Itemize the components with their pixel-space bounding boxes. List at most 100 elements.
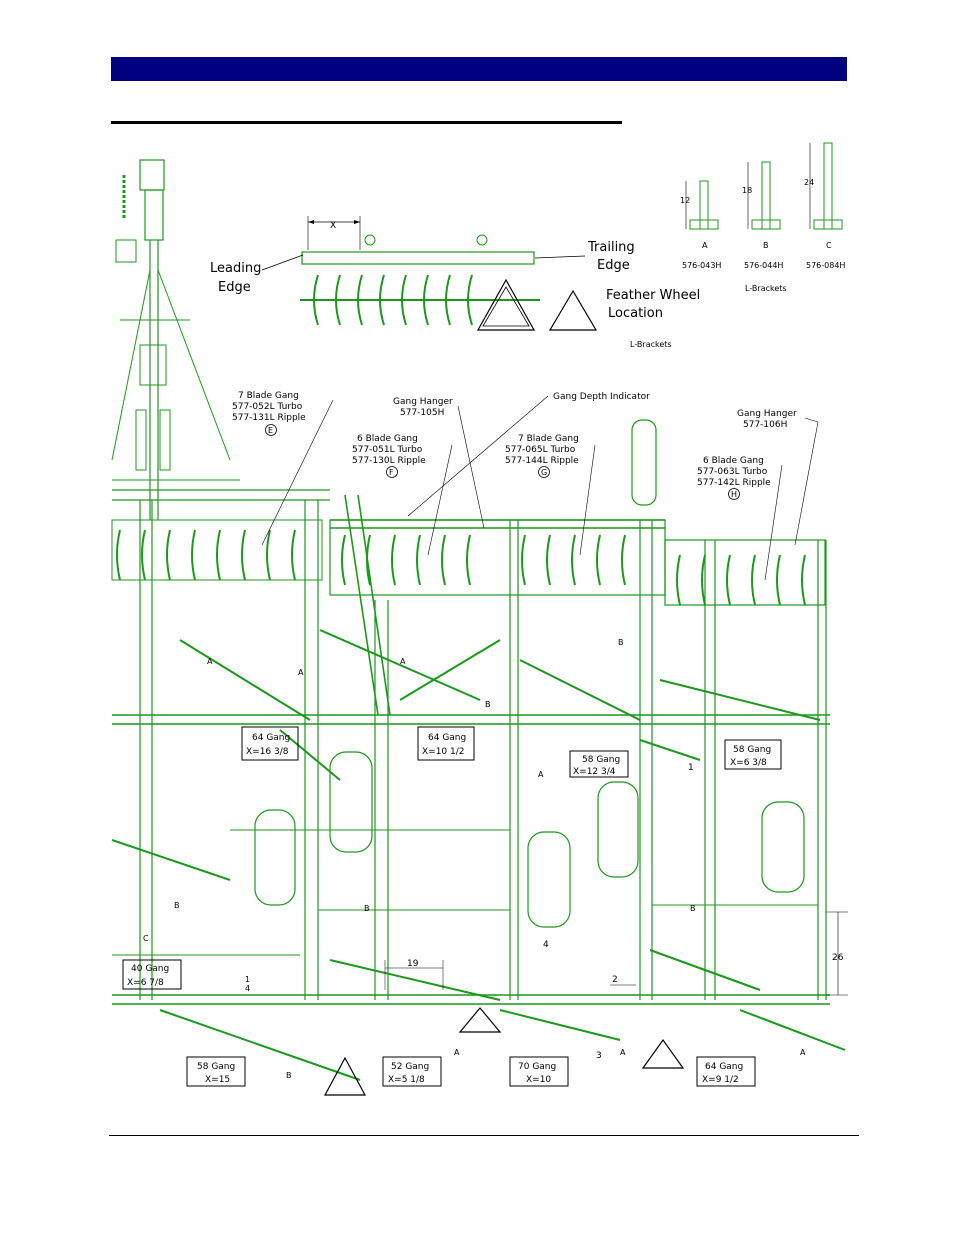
- callout-h: 6 Blade Gang 577-063L Turbo 577-142L Rip…: [697, 456, 783, 581]
- callout-depth-indicator: Gang Depth Indicator: [407, 392, 650, 517]
- dimension-1: 1: [688, 763, 694, 773]
- brackets-caption: L-Brackets: [745, 284, 787, 293]
- gang-box-5: 40 Gang X=6 7/8: [122, 959, 182, 990]
- footer-rule: [109, 1135, 859, 1136]
- callout-h-circle: H: [731, 490, 737, 499]
- gang-box-5-line1: 40 Gang: [131, 964, 169, 974]
- hanger-105-line2: 577-105H: [400, 408, 444, 418]
- gang-box-2: 64 Gang X=10 1/2: [417, 726, 475, 761]
- gang-box-2-line2: X=10 1/2: [422, 747, 465, 757]
- letter-a-4: A: [538, 770, 544, 779]
- leading-edge-line1: Leading: [210, 261, 261, 276]
- hanger-106-line1: Gang Hanger: [737, 409, 797, 419]
- callout-hanger-106: Gang Hanger 577-106H: [737, 409, 819, 546]
- callout-e-line1: 7 Blade Gang: [238, 391, 299, 401]
- gang-box-8-line1: 70 Gang: [518, 1062, 556, 1072]
- gang-box-3-line2: X=12 3/4: [573, 767, 616, 777]
- depth-indicator-label: Gang Depth Indicator: [553, 392, 650, 402]
- callout-f-line2: 577-051L Turbo: [352, 445, 423, 455]
- gang-box-7: 52 Gang X=5 1/8: [382, 1056, 442, 1087]
- callout-h-line2: 577-063L Turbo: [697, 467, 768, 477]
- letter-a-2: A: [298, 668, 304, 677]
- letter-a-7: A: [454, 1048, 460, 1057]
- gang-box-1: 64 Gang X=16 3/8: [241, 726, 299, 761]
- dimension-3: 3: [596, 1051, 602, 1061]
- callout-h-line1: 6 Blade Gang: [703, 456, 764, 466]
- trailing-edge-line2: Edge: [597, 258, 630, 273]
- bracket-b-letter: B: [763, 241, 769, 250]
- trailing-edge-line1: Trailing: [587, 240, 635, 255]
- dimension-19: 19: [384, 959, 444, 990]
- gang-box-6-line1: 58 Gang: [197, 1062, 235, 1072]
- gang-box-6: 58 Gang X=15: [186, 1056, 246, 1087]
- gang-box-8-line2: X=10: [526, 1075, 551, 1085]
- dim-26-label: 26: [832, 953, 844, 963]
- rear-gangs: [159, 949, 846, 1081]
- gang-box-8: 70 Gang X=10: [509, 1056, 569, 1087]
- main-frame: [111, 489, 830, 1005]
- gang-box-4-line1: 58 Gang: [733, 745, 771, 755]
- dimension-2: 2: [610, 975, 636, 986]
- letter-a-5: A: [620, 1048, 626, 1057]
- middle-gangs: [111, 629, 821, 881]
- dimension-4: 4: [543, 940, 549, 950]
- front-gangs: [116, 529, 806, 606]
- gang-box-4: 58 Gang X=6 3/8: [724, 739, 782, 770]
- dim-quarter-num: 1: [245, 975, 250, 984]
- gang-box-3-line1: 58 Gang: [582, 755, 620, 765]
- gang-box-5-line2: X=6 7/8: [127, 978, 164, 988]
- gang-box-7-line2: X=5 1/8: [388, 1075, 425, 1085]
- bracket-b-height: 18: [742, 186, 752, 195]
- callout-e: 7 Blade Gang 577-052L Turbo 577-131L Rip…: [232, 391, 334, 546]
- l-brackets: 12 A 576-043H 18 B 576-044H 24 C 576-084…: [680, 142, 845, 293]
- gang-box-9: 64 Gang X=9 1/2: [696, 1056, 756, 1087]
- dim-quarter-den: 4: [245, 984, 250, 993]
- letter-b-2: B: [485, 700, 491, 709]
- gang-box-6-line2: X=15: [205, 1075, 230, 1085]
- bracket-c-letter: C: [826, 241, 832, 250]
- callout-g-circle: G: [541, 468, 547, 477]
- leading-edge-line2: Edge: [218, 280, 251, 295]
- gang-box-1-line1: 64 Gang: [252, 733, 290, 743]
- dimension-26: 26: [826, 911, 848, 996]
- gang-box-4-line2: X=6 3/8: [730, 758, 767, 768]
- dim-19-label: 19: [407, 959, 419, 969]
- inset-l-brackets-caption: L-Brackets: [630, 340, 672, 349]
- gang-box-9-line2: X=9 1/2: [702, 1075, 739, 1085]
- letter-b-4: B: [690, 904, 696, 913]
- dim-2-label: 2: [612, 975, 618, 985]
- callout-e-line3: 577-131L Ripple: [232, 413, 306, 423]
- callout-h-line3: 577-142L Ripple: [697, 478, 771, 488]
- hitch-assembly: [111, 159, 240, 520]
- bracket-letters: A A A A A A A B B B B B B C: [143, 638, 806, 1080]
- bracket-a-letter: A: [702, 241, 708, 250]
- letter-b-5: B: [174, 901, 180, 910]
- title-rule: [111, 121, 622, 124]
- hanger-106-line2: 577-106H: [743, 420, 787, 430]
- callout-g: 7 Blade Gang 577-065L Turbo 577-144L Rip…: [505, 434, 596, 556]
- letter-a-6: A: [800, 1048, 806, 1057]
- letter-b-1: B: [618, 638, 624, 647]
- gang-box-3: 58 Gang X=12 3/4: [569, 750, 629, 778]
- callout-e-line2: 577-052L Turbo: [232, 402, 303, 412]
- inset-x-label: X: [330, 221, 336, 231]
- letter-b-6: B: [286, 1071, 292, 1080]
- dimension-quarter: 1 4: [245, 975, 250, 993]
- bracket-c-height: 24: [804, 178, 814, 187]
- feather-wheel-line1: Feather Wheel: [606, 288, 700, 303]
- gang-box-1-line2: X=16 3/8: [246, 747, 289, 757]
- callout-f-line3: 577-130L Ripple: [352, 456, 426, 466]
- callout-g-line2: 577-065L Turbo: [505, 445, 576, 455]
- feather-wheel-inset: X Leading Edge Trailing Edge Feather Whe…: [210, 216, 700, 349]
- callout-f: 6 Blade Gang 577-051L Turbo 577-130L Rip…: [352, 434, 453, 556]
- letter-b-3: B: [364, 904, 370, 913]
- callout-f-line1: 6 Blade Gang: [357, 434, 418, 444]
- transport-wheels: [254, 419, 805, 928]
- header-bar: [111, 57, 847, 81]
- bracket-c-part: 576-084H: [806, 261, 845, 270]
- callout-f-circle: F: [389, 468, 394, 477]
- bracket-a-part: 576-043H: [682, 261, 721, 270]
- dim-4-label: 4: [543, 940, 549, 950]
- callout-g-line1: 7 Blade Gang: [518, 434, 579, 444]
